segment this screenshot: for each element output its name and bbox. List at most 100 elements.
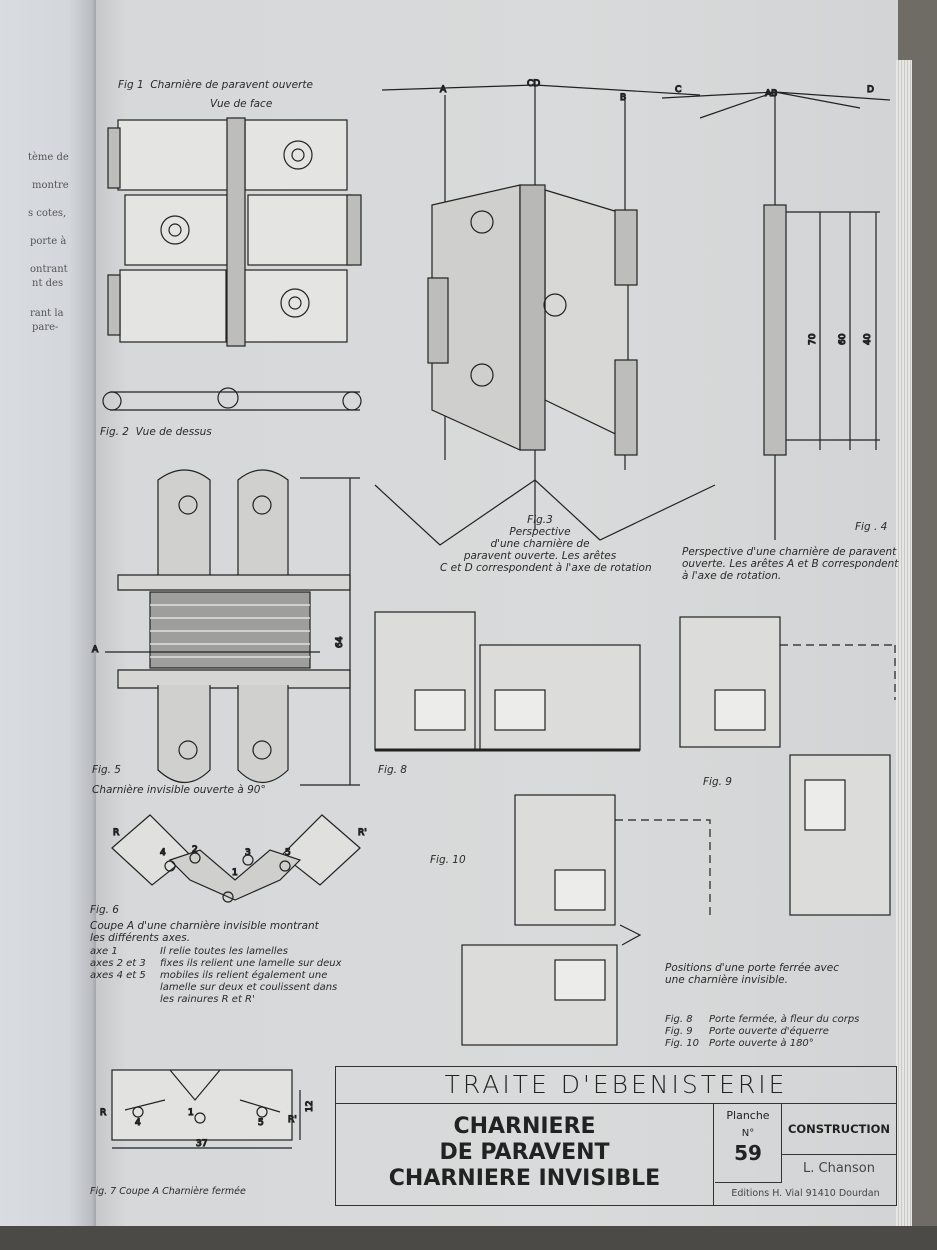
axis-text: Il relie toutes les lamelles	[160, 946, 288, 957]
plate-title-line: CHARNIERE INVISIBLE	[388, 1166, 661, 1191]
axis-text: fixes ils relient une lamelle sur deux	[160, 958, 342, 969]
fig6-mark: 1	[232, 868, 238, 878]
left-page-text: porte à	[30, 236, 67, 247]
axis-name: axes 4 et 5	[90, 970, 146, 981]
fig6-section	[111, 814, 361, 903]
fig10-door-180	[461, 794, 711, 1046]
fig6-caption-line: les différents axes.	[90, 932, 191, 944]
fig3-letter: A	[440, 85, 447, 95]
positions-fig: Fig. 10	[665, 1038, 699, 1049]
fig3-caption-line: C et D correspondent à l'axe de rotation	[440, 562, 652, 574]
fig5-section-mark: A	[92, 645, 99, 655]
left-page-text: montre	[32, 180, 69, 191]
category: CONSTRUCTION	[782, 1104, 896, 1155]
title-block: TRAITE D'EBENISTERIE CHARNIERE DE PARAVE…	[335, 1066, 897, 1206]
fig5-caption: Charnière invisible ouverte à 90°	[92, 784, 266, 796]
left-page-text: nt des	[32, 278, 64, 289]
fig3-perspective	[374, 84, 716, 546]
fig4-label: Fig . 4	[855, 521, 888, 533]
fig2-caption: Fig. 2 Vue de dessus	[100, 426, 212, 438]
fig3-label: Fig.3	[527, 514, 553, 526]
positions-text: Porte fermée, à fleur du corps	[709, 1014, 860, 1025]
fig7-caption: Fig. 7 Coupe A Charnière fermée	[90, 1186, 246, 1198]
plate-title-line: DE PARAVENT	[439, 1140, 610, 1165]
fig5-label: Fig. 5	[92, 764, 121, 776]
fig5-dim: 64	[335, 636, 345, 648]
fig7-label: Fig. 7	[90, 1186, 117, 1197]
fig4-letter: AB	[765, 89, 777, 99]
left-page-text: ontrant	[30, 264, 68, 275]
left-page-text: rant la	[30, 308, 64, 319]
positions-fig: Fig. 8	[665, 1014, 693, 1025]
positions-list: Fig. 8 Porte fermée, à fleur du corps Fig…	[665, 1014, 859, 1050]
fig1-label: Fig 1	[118, 79, 144, 91]
left-page-text: pare-	[32, 322, 59, 333]
author: L. Chanson	[803, 1161, 875, 1176]
planche-label: Planche	[726, 1109, 770, 1122]
fig4-perspective	[661, 91, 891, 540]
fig2-title: Vue de dessus	[135, 426, 212, 438]
fig8-label: Fig. 8	[378, 764, 407, 776]
fig10-label: Fig. 10	[430, 854, 466, 866]
fig7-mark: R'	[288, 1115, 297, 1125]
fig9-door-square	[679, 616, 896, 916]
positions-caption-line: une charnière invisible.	[665, 974, 788, 986]
fig4-letter: D	[867, 85, 874, 95]
plate-title-line: CHARNIERE	[453, 1114, 596, 1139]
fig4-caption-line: Perspective d'une charnière de paravent	[682, 546, 897, 558]
fig9-label: Fig. 9	[703, 776, 732, 788]
table-surface	[0, 1226, 937, 1250]
fig3-letter: CD	[527, 79, 540, 89]
axis-text: mobiles ils relient également une	[160, 970, 328, 981]
axis-name: axe 1	[90, 946, 118, 957]
fig6-mark: R	[113, 828, 119, 838]
positions-fig: Fig. 9	[665, 1026, 693, 1037]
plate-number-box: Planche N° 59	[715, 1104, 782, 1183]
fig8-door-closed	[374, 611, 641, 752]
fig4-dim: 40	[863, 333, 873, 345]
fig7-title: Coupe A Charnière fermée	[119, 1186, 246, 1197]
fig6-caption: Coupe A d'une charnière invisible montra…	[90, 920, 319, 944]
fig2-label: Fig. 2	[100, 426, 129, 438]
fig6-mark: 3	[245, 848, 251, 858]
fig7-mark: R	[100, 1108, 106, 1118]
fig6-mark: 2	[192, 845, 198, 855]
fig7-dim: 12	[305, 1101, 315, 1112]
fig7-mark: 1	[188, 1108, 194, 1118]
number-label: N°	[741, 1128, 755, 1139]
plate-number: 59	[734, 1141, 762, 1165]
fig3-caption-line: paravent ouverte. Les arêtes	[463, 550, 617, 562]
fig2-top-view	[102, 387, 362, 411]
left-page: tème de montre s cotes, porte à ontrant …	[0, 0, 100, 1232]
fig4-caption: Perspective d'une charnière de paravent …	[682, 546, 898, 582]
fig6-mark: R'	[358, 828, 367, 838]
fig6-mark: 4	[160, 848, 166, 858]
axis-text: lamelle sur deux et coulissent dans	[160, 982, 338, 993]
fig7-mark: 4	[135, 1118, 141, 1128]
positions-caption: Positions d'une porte ferrée avec une ch…	[665, 962, 839, 986]
fig7-mark: 5	[258, 1118, 264, 1128]
fig4-caption-line: ouverte. Les arêtes A et B correspondent	[682, 558, 899, 570]
fig4-dim: 60	[838, 333, 848, 345]
fig1-title: Charnière de paravent ouverte	[150, 79, 313, 91]
fig1-caption: Fig 1 Charnière de paravent ouverte	[118, 79, 313, 91]
positions-text: Porte ouverte d'équerre	[709, 1026, 829, 1037]
page-edges	[896, 60, 912, 1228]
publisher: Editions H. Vial 91410 Dourdan	[731, 1188, 880, 1199]
fig3-caption: Fig.3 Perspective d'une charnière de par…	[440, 514, 652, 574]
fig3-caption-line: Perspective	[509, 526, 571, 538]
fig4-dim: 70	[808, 333, 818, 345]
fig3-letter: B	[620, 93, 626, 103]
positions-text: Porte ouverte à 180°	[709, 1038, 814, 1049]
left-page-text: s cotes,	[28, 208, 67, 219]
fig6-label: Fig. 6	[90, 904, 119, 916]
positions-caption-line: Positions d'une porte ferrée avec	[665, 962, 839, 974]
series-title: TRAITE D'EBENISTERIE	[336, 1067, 896, 1104]
fig6-mark: 5	[285, 848, 291, 858]
fig4-caption-line: à l'axe de rotation.	[682, 570, 782, 582]
left-page-text: tème de	[28, 152, 69, 163]
fig6-caption-line: Coupe A d'une charnière invisible montra…	[90, 920, 319, 932]
axis-text: les rainures R et R'	[160, 994, 255, 1005]
